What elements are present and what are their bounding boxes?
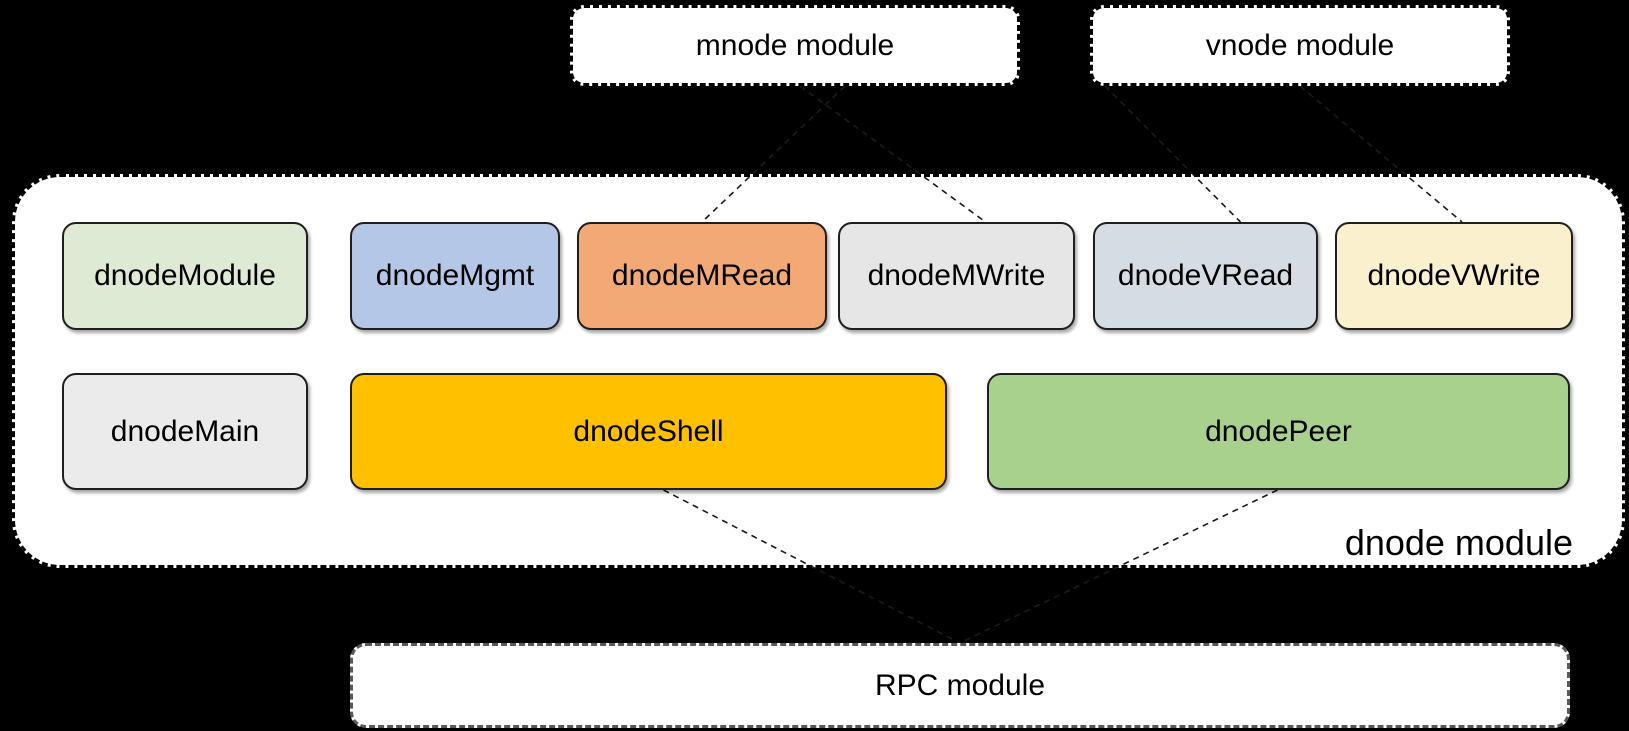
node-dnodeVWrite: dnodeVWrite [1335,222,1573,330]
node-label: dnodeMgmt [375,259,535,292]
node-label: dnodeShell [573,414,724,448]
node-dnodeMain: dnodeMain [62,373,308,490]
node-dnodeShell: dnodeShell [350,373,947,490]
mnode-module-label: mnode module [695,28,895,62]
node-label: dnodeVWrite [1367,259,1541,292]
node-dnodeMWrite: dnodeMWrite [838,222,1075,330]
node-dnodeModule: dnodeModule [62,222,308,330]
vnode-module-box: vnode module [1090,5,1510,86]
node-label: dnodeVRead [1117,259,1294,292]
rpc-module-label: RPC module [874,668,1046,702]
node-label: dnodeModule [94,259,276,292]
node-dnodeMRead: dnodeMRead [577,222,827,330]
node-label: dnodeMWrite [867,259,1046,292]
vnode-module-label: vnode module [1205,28,1395,62]
node-dnodePeer: dnodePeer [987,373,1570,490]
node-label: dnodePeer [1205,414,1352,448]
node-dnodeMgmt: dnodeMgmt [350,222,560,330]
dnode-module-label: dnode module [1344,522,1573,563]
mnode-module-box: mnode module [570,5,1020,86]
rpc-module-box: RPC module [350,643,1570,728]
node-label: dnodeMRead [611,259,793,292]
node-label: dnodeMain [110,414,260,448]
node-dnodeVRead: dnodeVRead [1093,222,1318,330]
